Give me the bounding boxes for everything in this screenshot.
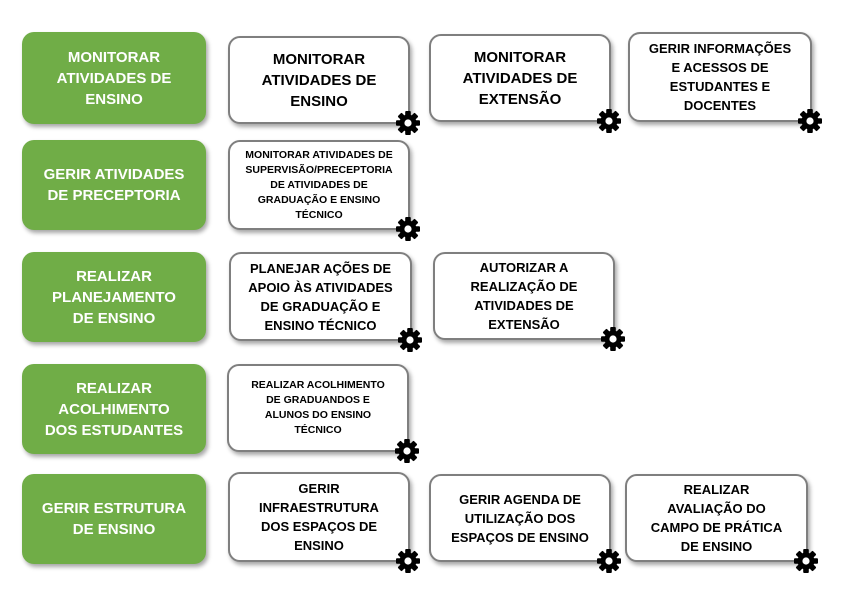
category-label: MONITORAR ATIVIDADES DE ENSINO	[56, 48, 172, 108]
category-label: REALIZAR ACOLHIMENTO DOS ESTUDANTES	[44, 379, 184, 439]
process-box-gerir-agenda-de-utilizacao[interactable]: GERIR AGENDA DE UTILIZAÇÃO DOS ESPAÇOS D…	[429, 474, 621, 573]
process-label: MONITORAR ATIVIDADES DE EXTENSÃO	[462, 48, 578, 108]
gear-icon	[397, 327, 423, 353]
gear-icon	[395, 110, 421, 136]
process-label: REALIZAR ACOLHIMENTO DE GRADUANDOS E ALU…	[251, 379, 385, 436]
gear-icon	[395, 548, 421, 574]
process-box-realizar-avaliacao-do-campo[interactable]: REALIZAR AVALIAÇÃO DO CAMPO DE PRÁTICA D…	[625, 474, 818, 573]
category-realizar-acolhimento-dos-estudantes: REALIZAR ACOLHIMENTO DOS ESTUDANTES	[22, 364, 206, 454]
process-box-gerir-infraestrutura[interactable]: GERIR INFRAESTRUTURA DOS ESPAÇOS DE ENSI…	[228, 472, 420, 573]
process-box-monitorar-supervisao-preceptoria[interactable]: MONITORAR ATIVIDADES DE SUPERVISÃO/PRECE…	[228, 140, 420, 241]
category-realizar-planejamento-de-ensino: REALIZAR PLANEJAMENTO DE ENSINO	[22, 252, 206, 342]
gear-icon	[600, 326, 626, 352]
category-gerir-estrutura-de-ensino: GERIR ESTRUTURA DE ENSINO	[22, 474, 206, 564]
process-label: GERIR INFRAESTRUTURA DOS ESPAÇOS DE ENSI…	[259, 481, 379, 553]
process-box-autorizar-atividades-de-extensao[interactable]: AUTORIZAR A REALIZAÇÃO DE ATIVIDADES DE …	[433, 252, 625, 351]
category-label: REALIZAR PLANEJAMENTO DE ENSINO	[52, 267, 176, 327]
category-label: GERIR ATIVIDADES DE PRECEPTORIA	[43, 166, 185, 204]
process-box-monitorar-atividades-de-extensao[interactable]: MONITORAR ATIVIDADES DE EXTENSÃO	[429, 34, 621, 133]
process-label: PLANEJAR AÇÕES DE APOIO ÀS ATIVIDADES DE…	[248, 260, 393, 333]
process-label: REALIZAR AVALIAÇÃO DO CAMPO DE PRÁTICA D…	[650, 482, 783, 554]
gear-icon	[395, 216, 421, 242]
category-gerir-atividades-de-preceptoria: GERIR ATIVIDADES DE PRECEPTORIA	[22, 140, 206, 230]
gear-icon	[394, 438, 420, 464]
category-monitorar-atividades-de-ensino: MONITORAR ATIVIDADES DE ENSINO	[22, 32, 206, 124]
process-label: GERIR INFORMAÇÕES E ACESSOS DE ESTUDANTE…	[648, 41, 792, 113]
gear-icon	[793, 548, 819, 574]
process-label: MONITORAR ATIVIDADES DE ENSINO	[261, 50, 377, 110]
gear-icon	[596, 108, 622, 134]
category-label: GERIR ESTRUTURA DE ENSINO	[41, 500, 187, 538]
gear-icon	[797, 108, 823, 134]
process-label: AUTORIZAR A REALIZAÇÃO DE ATIVIDADES DE …	[470, 260, 578, 332]
process-label: MONITORAR ATIVIDADES DE SUPERVISÃO/PRECE…	[245, 148, 393, 221]
process-box-gerir-informacoes-e-acessos[interactable]: GERIR INFORMAÇÕES E ACESSOS DE ESTUDANTE…	[628, 32, 822, 133]
gear-icon	[596, 548, 622, 574]
process-label: GERIR AGENDA DE UTILIZAÇÃO DOS ESPAÇOS D…	[451, 491, 589, 545]
process-box-monitorar-atividades-de-ensino[interactable]: MONITORAR ATIVIDADES DE ENSINO	[228, 36, 420, 135]
process-box-realizar-acolhimento[interactable]: REALIZAR ACOLHIMENTO DE GRADUANDOS E ALU…	[227, 364, 419, 463]
process-box-planejar-acoes-de-apoio[interactable]: PLANEJAR AÇÕES DE APOIO ÀS ATIVIDADES DE…	[229, 252, 422, 352]
